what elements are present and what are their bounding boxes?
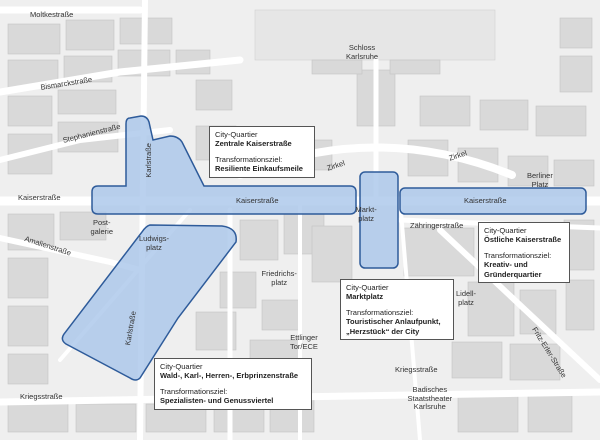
street-label-kaiserstrasse-east: Kaiserstraße — [464, 196, 507, 205]
info-box-goal-label: Transformationsziel: — [215, 154, 283, 164]
place-label-berliner-line1: Berliner — [527, 171, 553, 180]
place-label-theater-line3: Karlsruhe — [413, 402, 446, 412]
info-box-wald-karlstrasse[interactable]: City-Quartier Wald-, Karl-, Herren-, Erb… — [154, 358, 312, 410]
place-label-ettlinger-line1: Ettlinger — [290, 333, 318, 342]
info-box-heading: City-Quartier — [215, 130, 258, 139]
info-box-goal-line2: Gründerquartier — [484, 269, 542, 279]
place-label-ludwigs-line1: Ludwigs- — [139, 234, 170, 243]
place-label-friedrichs-line1: Friedrichs- — [261, 269, 297, 278]
info-box-goal: Spezialisten- und Genussviertel — [160, 396, 274, 406]
street-label-kriegsstrasse-east: Kriegsstraße — [395, 365, 438, 374]
zone-zentrale-kaiserstrasse[interactable] — [91, 115, 357, 215]
quarter-zones — [61, 115, 587, 381]
info-box-goal: Resiliente Einkaufsmeile — [215, 164, 303, 174]
place-label-theater-line2: Staatstheater — [407, 393, 453, 403]
info-box-goal-line2: „Herzstück“ der City — [346, 326, 420, 336]
street-label-kriegsstrasse-west: Kriegsstraße — [20, 392, 63, 401]
schloss-area — [254, 9, 496, 127]
info-box-goal-label: Transformationsziel: — [484, 250, 552, 260]
place-label-ludwigsplatz: Ludwigs-platz — [139, 234, 170, 252]
zone-wald-karlstrasse[interactable] — [61, 224, 237, 381]
place-label-schloss-line2: Karlsruhe — [346, 51, 379, 61]
place-label-markt-line1: Markt- — [355, 205, 377, 214]
place-label-ettlinger-line2: Tor/ECE — [290, 341, 318, 351]
info-box-heading: City-Quartier — [346, 283, 389, 292]
zone-oestliche-kaiserstrasse[interactable] — [399, 187, 587, 215]
street-label-karlstrasse-north: Karlstraße — [143, 143, 153, 178]
place-label-theater-line1: Badisches — [412, 385, 448, 394]
place-label-post-line2: galerie — [90, 226, 114, 236]
info-box-quarter-name: Wald-, Karl-, Herren-, Erbprinzenstraße — [160, 371, 299, 381]
place-label-friedrichsplatz: Friedrichs-platz — [261, 269, 297, 287]
info-box-marktplatz[interactable]: City-Quartier Marktplatz Transformations… — [340, 279, 454, 340]
info-box-goal-line1: Touristischer Anlaufpunkt, — [346, 317, 441, 327]
place-label-schloss-line1: Schloss — [348, 43, 376, 52]
info-box-heading: City-Quartier — [484, 226, 527, 235]
info-box-oestliche-kaiserstrasse[interactable]: City-Quartier Östliche Kaiserstraße Tran… — [478, 222, 570, 283]
place-label-marktplatz: Markt-platz — [355, 205, 377, 223]
info-box-quarter-name: Zentrale Kaiserstraße — [215, 139, 292, 149]
info-box-goal-label: Transformationsziel: — [160, 386, 228, 396]
place-label-postgalerie: Post-galerie — [90, 218, 114, 236]
place-label-lidell-line2: platz — [458, 297, 474, 307]
info-box-zentrale-kaiserstrasse[interactable]: City-Quartier Zentrale Kaiserstraße Tran… — [209, 126, 315, 178]
info-box-goal-label: Transformationsziel: — [346, 307, 414, 317]
street-label-moltkestrasse: Moltkestraße — [30, 10, 74, 19]
info-box-heading: City-Quartier — [160, 362, 203, 371]
info-box-goal-line1: Kreativ- und — [484, 260, 528, 270]
info-box-quarter-name: Östliche Kaiserstraße — [484, 235, 562, 245]
street-label-zaehringerstrasse: Zähringerstraße — [410, 221, 464, 230]
street-label-kaiserstrasse-center: Kaiserstraße — [236, 196, 279, 205]
street-label-kaiserstrasse-west: Kaiserstraße — [18, 193, 61, 202]
place-label-lidellplatz: Lidell-platz — [456, 289, 477, 307]
place-label-friedrichs-line2: platz — [271, 277, 288, 287]
place-label-berliner-line2: Platz — [531, 179, 549, 189]
info-box-quarter-name: Marktplatz — [346, 292, 384, 302]
place-label-post-line1: Post- — [93, 218, 111, 227]
place-label-ludwigs-line2: platz — [146, 242, 162, 252]
zone-marktplatz[interactable] — [359, 171, 399, 269]
place-label-markt-line2: platz — [358, 213, 375, 223]
place-label-lidell-line1: Lidell- — [456, 289, 477, 298]
